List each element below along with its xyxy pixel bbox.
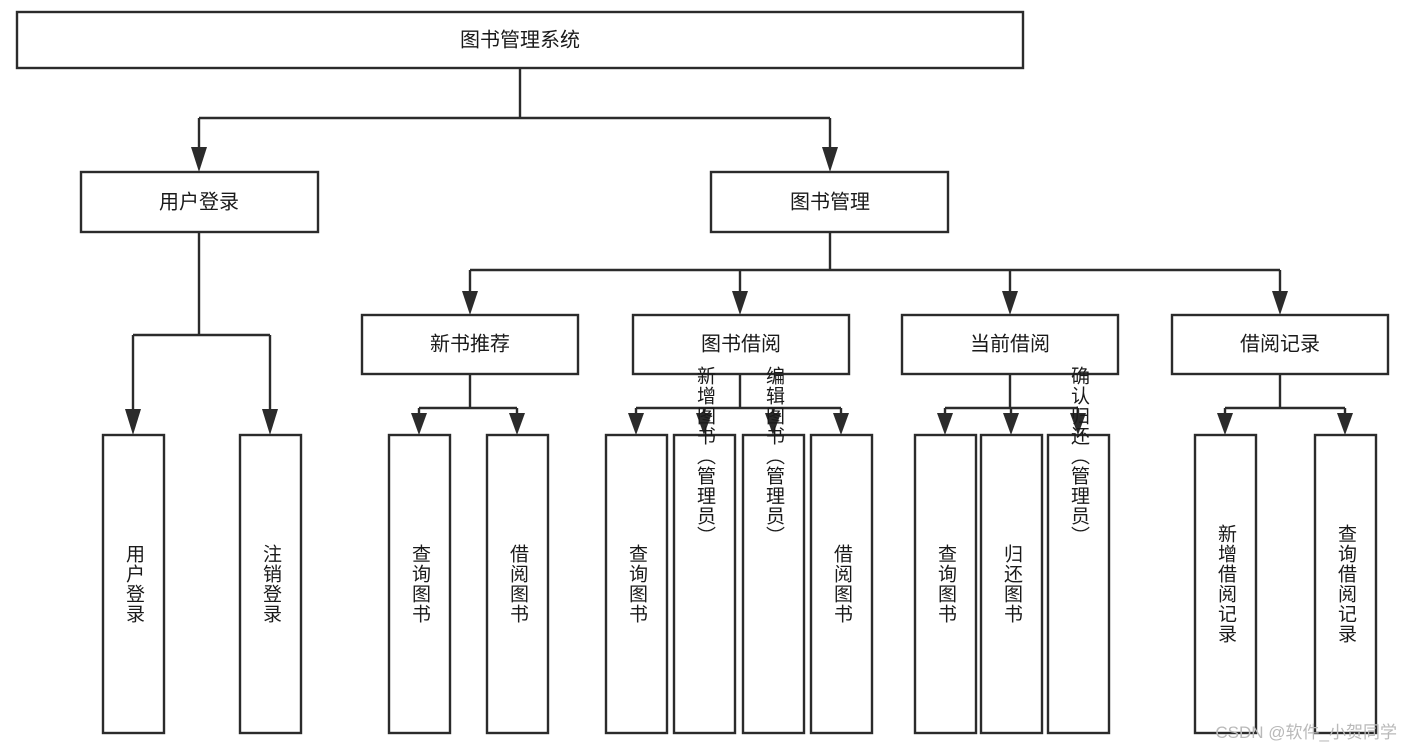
node-leaf-user-login[interactable]: 用户登录 [101, 433, 166, 735]
arrow-head-leaf-borrow-book-2 [833, 413, 849, 435]
node-user-login-label: 用户登录 [159, 190, 239, 213]
node-leaf-return-book-box[interactable] [979, 433, 1044, 735]
node-new-book-rec-label: 新书推荐 [430, 332, 510, 355]
node-leaf-add-book[interactable]: 新增图书（管理员） [672, 366, 737, 735]
arrow-head-user-login [191, 147, 207, 172]
node-leaf-user-login-box[interactable] [101, 433, 166, 735]
node-borrow-record-label: 借阅记录 [1240, 332, 1320, 355]
node-leaf-query-book-1[interactable]: 查询图书 [387, 433, 452, 735]
node-leaf-query-book-3-box[interactable] [913, 433, 978, 735]
node-root[interactable]: 图书管理系统 [15, 10, 1025, 70]
node-leaf-query-book-2-label: 查询图书 [626, 544, 648, 624]
node-book-borrow[interactable]: 图书借阅 [631, 313, 851, 376]
node-leaf-confirm-return[interactable]: 确认归还（管理员） [1046, 366, 1111, 735]
arrow-head-leaf-user-login [125, 409, 141, 435]
node-book-borrow-box[interactable] [631, 313, 851, 376]
node-leaf-add-record-label: 新增借阅记录 [1215, 524, 1237, 644]
arrow-head-leaf-edit-book [765, 413, 781, 435]
arrow-head-leaf-query-book-1 [411, 413, 427, 435]
node-new-book-rec[interactable]: 新书推荐 [360, 313, 580, 376]
arrow-head-leaf-confirm-return [1070, 413, 1086, 435]
node-leaf-query-record-label: 查询借阅记录 [1335, 524, 1357, 644]
node-leaf-confirm-return-box[interactable] [1046, 433, 1111, 735]
node-user-login-box[interactable] [79, 170, 320, 234]
node-leaf-query-record[interactable]: 查询借阅记录 [1313, 433, 1378, 735]
arrow-head-leaf-query-book-3 [937, 413, 953, 435]
node-leaf-edit-book-label: 编辑图书（管理员） [763, 366, 785, 546]
node-book-manage-label: 图书管理 [790, 190, 870, 213]
arrow-head-leaf-return-book [1003, 413, 1019, 435]
arrow-head-book-manage [822, 147, 838, 172]
arrow-head-book-borrow [732, 291, 748, 315]
node-leaf-logout-box[interactable] [238, 433, 303, 735]
node-leaf-add-book-label: 新增图书（管理员） [694, 366, 716, 546]
node-borrow-record-box[interactable] [1170, 313, 1390, 376]
node-leaf-query-record-box[interactable] [1313, 433, 1378, 735]
node-current-borrow-box[interactable] [900, 313, 1120, 376]
arrow-head-leaf-query-book-2 [628, 413, 644, 435]
node-book-manage-box[interactable] [709, 170, 950, 234]
node-leaf-confirm-return-label: 确认归还（管理员） [1068, 366, 1090, 546]
arrow-head-leaf-add-record [1217, 413, 1233, 435]
node-leaf-query-book-2-box[interactable] [604, 433, 669, 735]
node-leaf-logout-label: 注销登录 [260, 544, 282, 624]
arrow-head-current-borrow [1002, 291, 1018, 315]
node-leaf-query-book-3-label: 查询图书 [935, 544, 957, 624]
node-current-borrow-label: 当前借阅 [970, 332, 1050, 355]
arrow-head-new-book-rec [462, 291, 478, 315]
node-leaf-borrow-book-2-label: 借阅图书 [831, 544, 853, 624]
arrow-head-leaf-query-record [1337, 413, 1353, 435]
node-leaf-edit-book-box[interactable] [741, 433, 806, 735]
node-leaf-query-book-1-label: 查询图书 [409, 544, 431, 624]
node-current-borrow[interactable]: 当前借阅 [900, 313, 1120, 376]
node-leaf-borrow-book-2[interactable]: 借阅图书 [809, 433, 874, 735]
node-leaf-return-book[interactable]: 归还图书 [979, 433, 1044, 735]
node-book-borrow-label: 图书借阅 [701, 332, 781, 355]
node-leaf-query-book-3[interactable]: 查询图书 [913, 433, 978, 735]
node-leaf-query-book-2[interactable]: 查询图书 [604, 433, 669, 735]
node-leaf-edit-book[interactable]: 编辑图书（管理员） [741, 366, 806, 735]
node-leaf-logout[interactable]: 注销登录 [238, 433, 303, 735]
node-leaf-borrow-book-2-box[interactable] [809, 433, 874, 735]
node-new-book-rec-box[interactable] [360, 313, 580, 376]
node-leaf-borrow-book-1-box[interactable] [485, 433, 550, 735]
arrow-head-leaf-borrow-book-1 [509, 413, 525, 435]
node-leaf-add-record-box[interactable] [1193, 433, 1258, 735]
arrow-head-leaf-logout [262, 409, 278, 435]
node-leaf-add-book-box[interactable] [672, 433, 737, 735]
node-leaf-query-book-1-box[interactable] [387, 433, 452, 735]
node-user-login[interactable]: 用户登录 [79, 170, 320, 234]
arrow-head-borrow-record [1272, 291, 1288, 315]
node-leaf-return-book-label: 归还图书 [1001, 544, 1023, 624]
node-leaf-borrow-book-1[interactable]: 借阅图书 [485, 433, 550, 735]
node-root-label: 图书管理系统 [460, 28, 580, 51]
node-book-manage[interactable]: 图书管理 [709, 170, 950, 234]
node-borrow-record[interactable]: 借阅记录 [1170, 313, 1390, 376]
node-leaf-add-record[interactable]: 新增借阅记录 [1193, 433, 1258, 735]
arrow-head-leaf-add-book [696, 413, 712, 435]
node-leaf-borrow-book-1-label: 借阅图书 [507, 544, 529, 624]
node-leaf-user-login-label: 用户登录 [123, 544, 145, 624]
connector-layer [125, 68, 1353, 435]
node-root-box[interactable] [15, 10, 1025, 70]
